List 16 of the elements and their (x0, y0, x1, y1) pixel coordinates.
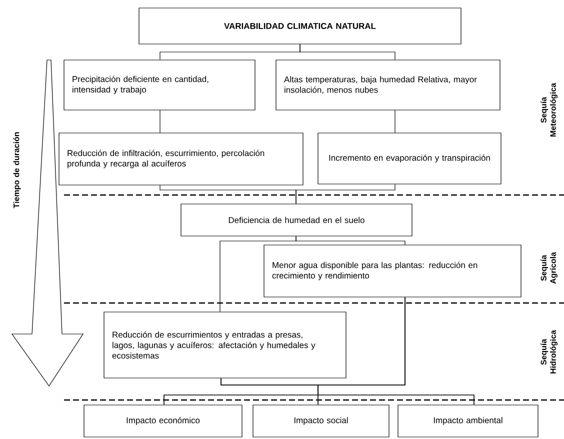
connector-line (394, 110, 396, 133)
process-box: Menor agua disponible para las plantas: reducción en crecimiento y rendimiento (264, 244, 522, 298)
impact-box: Impacto económico (84, 404, 242, 438)
impact-box: Impacto social (252, 404, 390, 438)
impact-box: Impacto ambiental (398, 404, 538, 438)
process-box: Reducción de escurrimientos y entradas a presas, lagos, lagunas y acuíferos: afectación y humedales y ecosistemas (104, 312, 346, 378)
connector-line (296, 184, 396, 204)
process-box: Altas temperaturas, baja humedad Relativa, mayor insolación, menos nubes (276, 60, 500, 110)
connector-line (220, 236, 296, 312)
process-box: Deficiencia de humedad en el suelo (180, 204, 412, 236)
process-box: Precipitación deficiente en cantidad, intensidad y trabajo (64, 60, 256, 110)
connector-line (220, 378, 474, 405)
connector-line (300, 44, 396, 60)
process-box: Incremento en evaporación y transpiración (318, 132, 502, 184)
title-box: VARIABILIDAD CLIMATICA NATURAL (138, 8, 462, 44)
process-box: Reducción de infiltración, escurrimiento, percolación profunda y recarga al acuíferos (58, 132, 304, 186)
